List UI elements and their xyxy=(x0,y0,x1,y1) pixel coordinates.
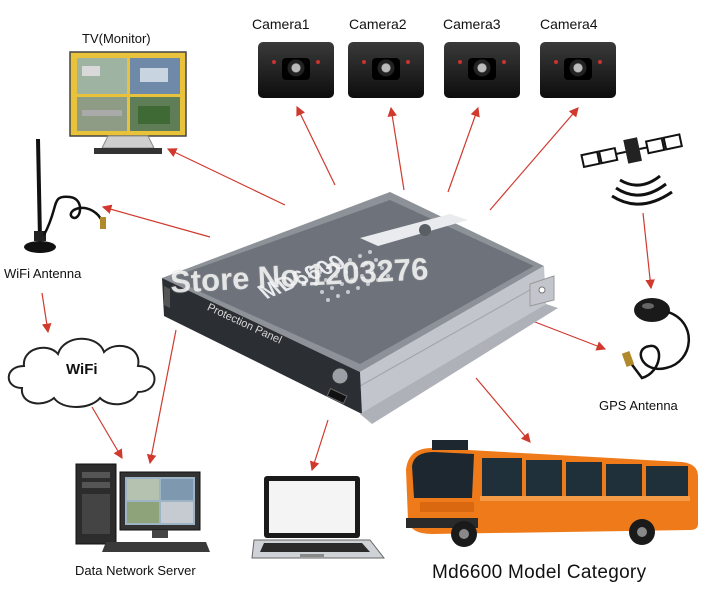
camera1-label: Camera1 xyxy=(252,16,310,32)
camera3 xyxy=(444,40,520,100)
arrow-antenna-to-cloud xyxy=(41,292,52,334)
satellite-icon xyxy=(580,132,690,212)
tv-monitor xyxy=(68,48,188,158)
camera2 xyxy=(348,40,424,100)
camera2-label: Camera2 xyxy=(349,16,407,32)
arrow-cloud-to-server xyxy=(91,406,123,460)
camera4 xyxy=(540,40,616,100)
arrow-to-camera4 xyxy=(489,107,579,211)
camera4-label: Camera4 xyxy=(540,16,598,32)
wifi-label: WiFi xyxy=(66,361,98,378)
camera3-label: Camera3 xyxy=(443,16,501,32)
tv-label: TV(Monitor) xyxy=(82,31,151,46)
wifi-antenna-icon xyxy=(20,135,110,263)
wifi-antenna-label: WiFi Antenna xyxy=(4,266,82,281)
bus-icon xyxy=(402,436,706,552)
arrow-to-gps xyxy=(534,321,607,351)
server-icon xyxy=(70,458,220,558)
gps-antenna-icon xyxy=(602,292,702,392)
wifi-cloud xyxy=(2,326,162,412)
camera1 xyxy=(258,40,334,100)
laptop-icon xyxy=(250,472,386,566)
server-label: Data Network Server xyxy=(75,563,196,578)
model-category-title: Md6600 Model Category xyxy=(432,562,647,583)
arrow-to-camera3 xyxy=(447,106,480,193)
md6600-device: MD6600 Protection Panel xyxy=(150,186,560,436)
arrow-satellite-to-gps xyxy=(642,212,655,290)
gps-antenna-label: GPS Antenna xyxy=(599,398,678,413)
arrow-to-laptop xyxy=(309,419,329,472)
arrow-to-camera1 xyxy=(296,105,336,186)
arrow-to-wifi-antenna xyxy=(101,204,211,238)
arrow-to-bus xyxy=(475,377,531,443)
arrow-to-tv xyxy=(166,148,286,206)
arrow-to-server xyxy=(146,329,177,465)
arrow-to-camera2 xyxy=(387,106,405,191)
